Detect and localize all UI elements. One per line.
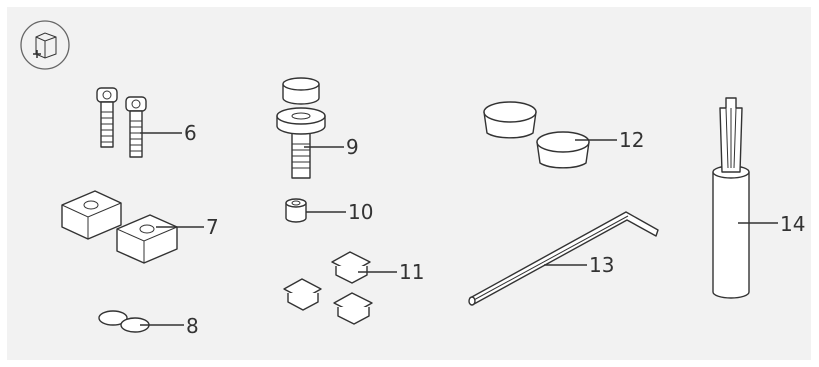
box-plus-icon	[21, 21, 69, 69]
part-number-7: 7	[206, 215, 219, 239]
round-cap-pair-icon	[484, 102, 589, 168]
part-number-6: 6	[184, 121, 197, 145]
square-cap-set-icon	[284, 252, 372, 324]
part-number-13: 13	[589, 253, 614, 277]
screw-pair-icon	[97, 88, 146, 157]
part-number-8: 8	[186, 314, 199, 338]
part-number-12: 12	[619, 128, 644, 152]
part-number-9: 9	[346, 135, 359, 159]
mounting-tool-icon	[713, 98, 749, 298]
part-number-10: 10	[348, 200, 373, 224]
short-sleeve-icon	[286, 199, 306, 222]
part-number-14: 14	[780, 212, 805, 236]
bolt-with-spacer-icon	[277, 78, 325, 178]
washer-pair-icon	[99, 311, 149, 332]
part-number-11: 11	[399, 260, 424, 284]
hex-key-icon	[469, 212, 658, 305]
